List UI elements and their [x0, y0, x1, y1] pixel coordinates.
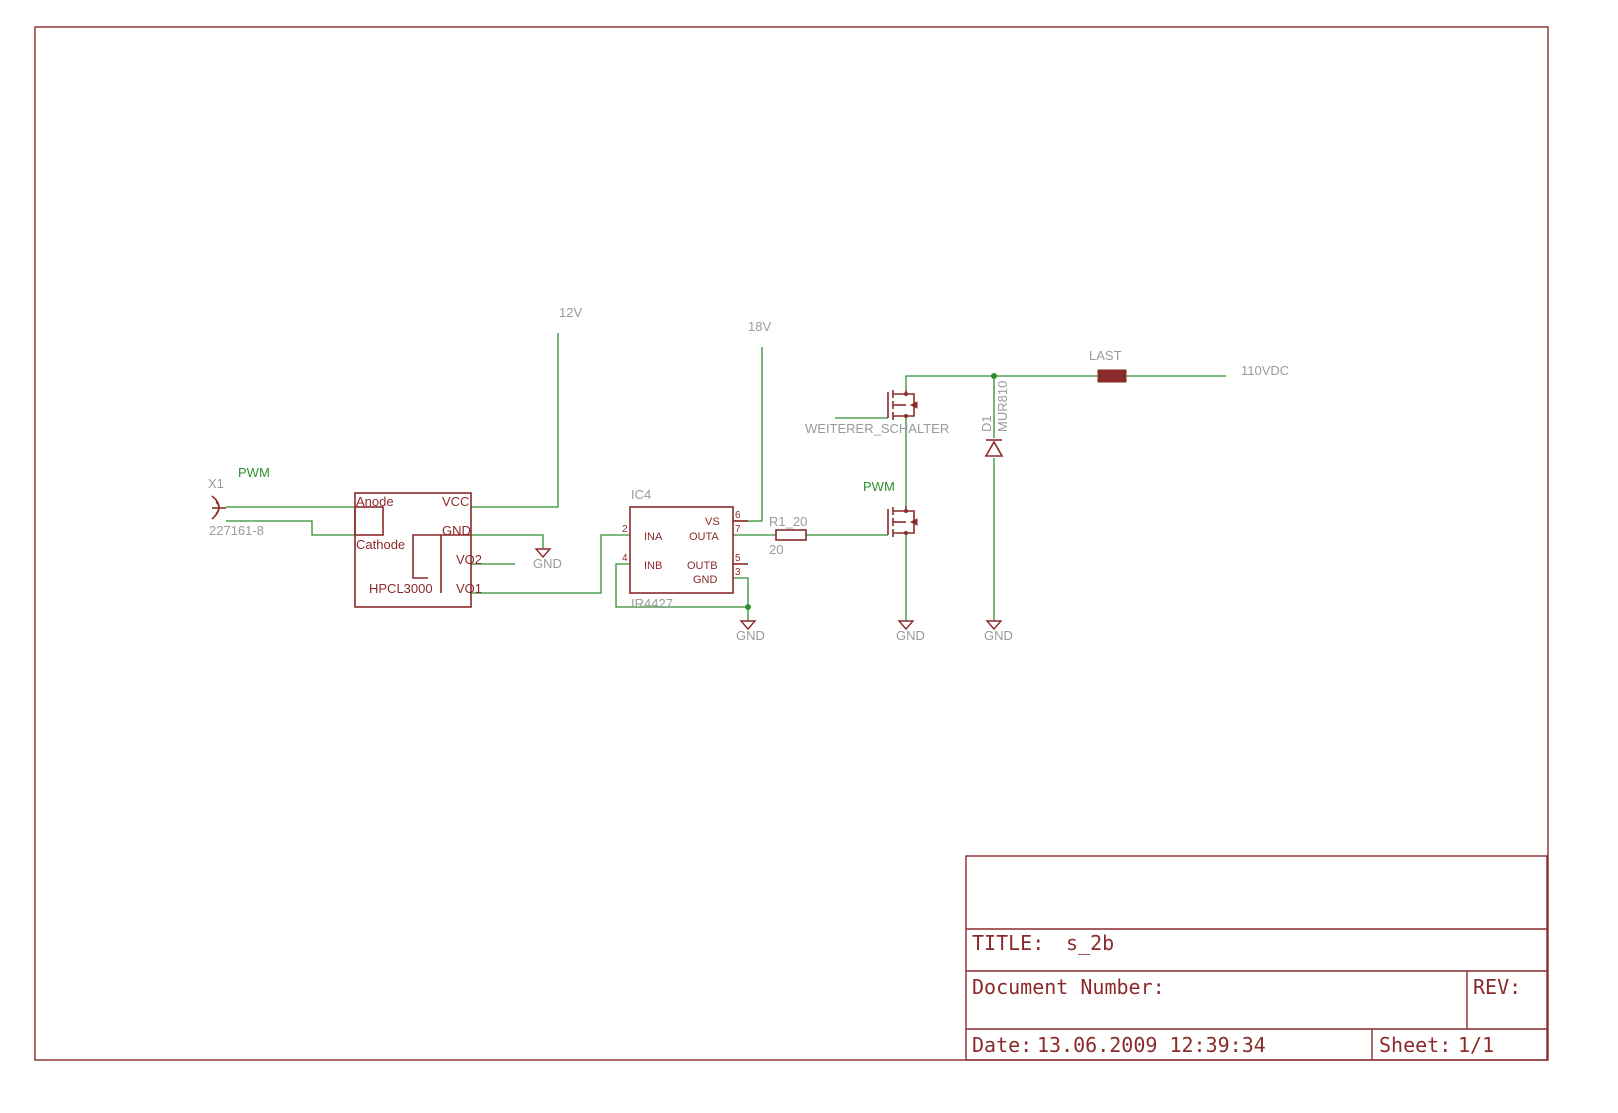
mosfet-upper: WEITERER_SCHALTER: [805, 390, 949, 436]
load-last: LAST: [1089, 348, 1127, 383]
junction-driver-gnd: [745, 604, 751, 610]
supply-18v-label: 18V: [748, 319, 771, 334]
wire-vo1-ina: [471, 534, 630, 594]
sheet-label: Sheet:: [1379, 1033, 1451, 1057]
wire-top-rail: [905, 375, 1098, 390]
wires: [226, 333, 1226, 621]
driver-name: IC4: [631, 487, 651, 502]
wire-driver-gnd: [733, 577, 749, 621]
wire-opto-gnd: [471, 534, 544, 549]
resistor-name: R1_20: [769, 514, 807, 529]
drawing-frame: [34, 26, 1549, 1061]
diode-value: MUR810: [995, 381, 1010, 432]
driver-pinnum-outa: 7: [735, 524, 741, 535]
gnd-label-diode: GND: [984, 628, 1013, 643]
wire-18v: [733, 347, 763, 522]
load-name: LAST: [1089, 348, 1122, 363]
driver-pin-inb: INB: [644, 560, 662, 572]
driver-pin-outa: OUTA: [689, 531, 719, 543]
driver-pin-ina: INA: [644, 531, 663, 543]
opto-pin-vcc: VCC: [442, 494, 469, 509]
gnd-symbol-diode: GND: [984, 620, 1013, 643]
net-label-pwm-gate: PWM: [863, 479, 895, 494]
gnd-label-opto: GND: [533, 556, 562, 571]
gnd-label-mosfet: GND: [896, 628, 925, 643]
opto-pin-gnd: GND: [442, 523, 471, 538]
driver-pinnum-vs: 6: [735, 510, 741, 521]
opto-pin-vo1: VO1: [456, 581, 482, 596]
title-block: TITLE: s_2b Document Number: REV: Date: …: [965, 855, 1548, 1061]
connector-value: 227161-8: [209, 523, 264, 538]
junction-top-rail: [991, 373, 997, 379]
opto-value: HPCL3000: [369, 581, 433, 596]
wire-inb-gnd: [615, 563, 748, 608]
wire-cathode: [226, 520, 355, 536]
driver-pinnum-outb: 5: [735, 553, 741, 564]
rev-label: REV:: [1473, 975, 1521, 999]
driver-pin-vs: VS: [705, 516, 720, 528]
supply-110vdc-label: 110VDC: [1241, 363, 1289, 378]
net-label-pwm-connector: PWM: [238, 465, 270, 480]
driver-pinnum-ina: 2: [622, 524, 628, 535]
driver-pinnum-inb: 4: [622, 553, 628, 564]
title-label: TITLE:: [972, 931, 1044, 955]
diode-name: D1: [979, 415, 994, 432]
connector-x1: X1 227161-8 PWM: [208, 465, 270, 538]
resistor-r1: R1_20 20: [769, 514, 807, 557]
gnd-symbol-driver: GND: [736, 620, 765, 643]
opto-pin-vo2: VO2: [456, 552, 482, 567]
date-label: Date:: [972, 1033, 1032, 1057]
connector-name: X1: [208, 476, 224, 491]
opto-pin-cathode: Cathode: [356, 537, 405, 552]
optocoupler-hpcl3000: Anode Cathode VCC GND VO2 VO1 HPCL3000: [354, 492, 482, 608]
gnd-symbol-opto: GND: [533, 548, 562, 571]
mosfet-upper-label: WEITERER_SCHALTER: [805, 421, 949, 436]
mosfet-lower: PWM: [863, 479, 918, 537]
driver-ir4427: IC4 IR4427 INA INB VS OUTA OUTB GND 2 4 …: [622, 487, 748, 611]
driver-pin-gnd: GND: [693, 574, 718, 586]
driver-pinnum-gnd: 3: [735, 567, 741, 578]
opto-pin-anode: Anode: [356, 494, 394, 509]
sheet-value: 1/1: [1458, 1033, 1494, 1057]
wire-12v: [471, 333, 559, 508]
resistor-value: 20: [769, 542, 783, 557]
gnd-label-driver: GND: [736, 628, 765, 643]
gnd-symbol-mosfet: GND: [896, 620, 925, 643]
supply-12v-label: 12V: [559, 305, 582, 320]
diode-d1: D1 MUR810: [979, 381, 1010, 457]
date-value: 13.06.2009 12:39:34: [1037, 1033, 1266, 1057]
document-number-label: Document Number:: [972, 975, 1165, 999]
driver-value: IR4427: [631, 596, 673, 611]
driver-pin-outb: OUTB: [687, 560, 718, 572]
title-value: s_2b: [1066, 931, 1114, 955]
